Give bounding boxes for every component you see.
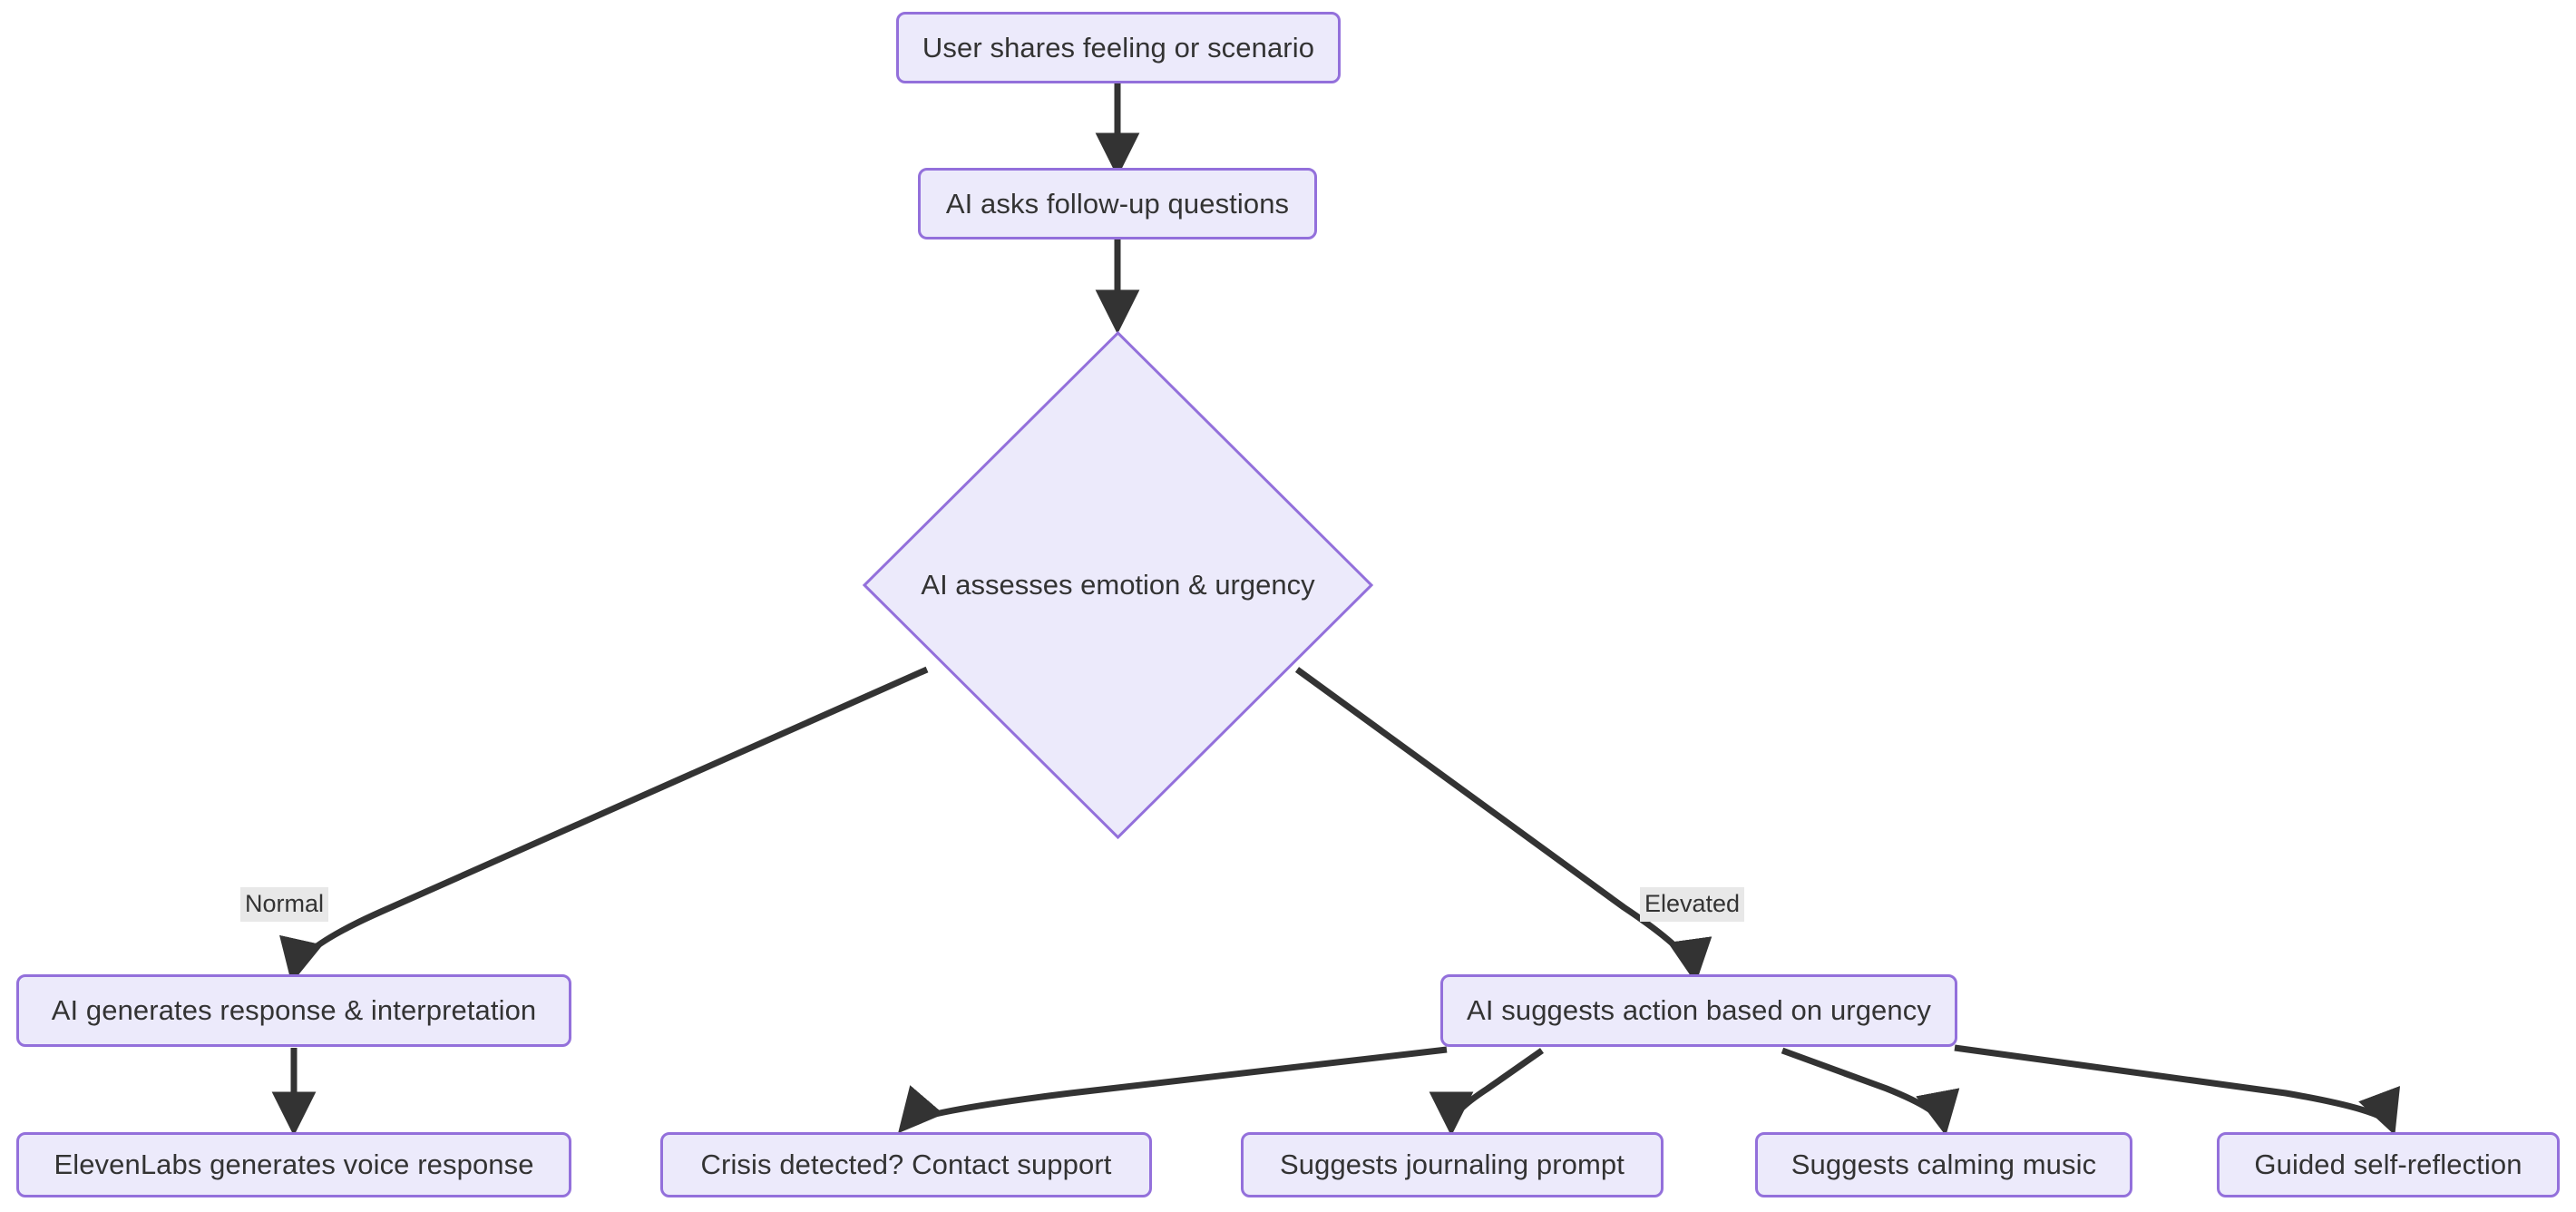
- edge-label-text: Elevated: [1644, 890, 1741, 917]
- node-suggests-calming-music[interactable]: Suggests calming music: [1755, 1132, 2132, 1197]
- node-label: Suggests journaling prompt: [1280, 1148, 1625, 1180]
- node-guided-self-reflection[interactable]: Guided self-reflection: [2217, 1132, 2560, 1197]
- node-label: AI assesses emotion & urgency: [921, 569, 1315, 601]
- node-label: Crisis detected? Contact support: [700, 1148, 1112, 1180]
- node-user-shares-feeling[interactable]: User shares feeling or scenario: [896, 12, 1341, 83]
- node-ai-suggests-action[interactable]: AI suggests action based on urgency: [1440, 974, 1957, 1047]
- edge-label-normal: Normal: [240, 887, 329, 922]
- node-ai-assesses-emotion-urgency[interactable]: AI assesses emotion & urgency: [862, 330, 1374, 840]
- node-label: User shares feeling or scenario: [922, 31, 1315, 64]
- edge-n5-n8: [1429, 1048, 1545, 1137]
- node-label: AI asks follow-up questions: [945, 187, 1290, 220]
- edge-n5-n7: [897, 1046, 1448, 1134]
- node-ai-generates-response[interactable]: AI generates response & interpretation: [16, 974, 571, 1047]
- edge-label-text: Normal: [245, 890, 325, 917]
- diamond-shape: [862, 330, 1374, 840]
- edge-n3-n4: [279, 666, 929, 983]
- edge-n5-n9: [1781, 1047, 1960, 1137]
- node-elevenlabs-voice-response[interactable]: ElevenLabs generates voice response: [16, 1132, 571, 1197]
- node-ai-asks-followup[interactable]: AI asks follow-up questions: [918, 168, 1317, 239]
- edge-n5-n10: [1954, 1044, 2400, 1136]
- edge-n3-n5: [1294, 667, 1712, 984]
- node-label: AI suggests action based on urgency: [1467, 994, 1931, 1026]
- node-label: Suggests calming music: [1791, 1148, 2097, 1180]
- node-label: ElevenLabs generates voice response: [54, 1148, 534, 1180]
- node-suggests-journaling-prompt[interactable]: Suggests journaling prompt: [1241, 1132, 1664, 1197]
- node-crisis-contact-support[interactable]: Crisis detected? Contact support: [660, 1132, 1152, 1197]
- node-label: Guided self-reflection: [2254, 1148, 2522, 1180]
- edge-label-elevated: Elevated: [1640, 887, 1745, 922]
- node-label: AI generates response & interpretation: [51, 994, 537, 1026]
